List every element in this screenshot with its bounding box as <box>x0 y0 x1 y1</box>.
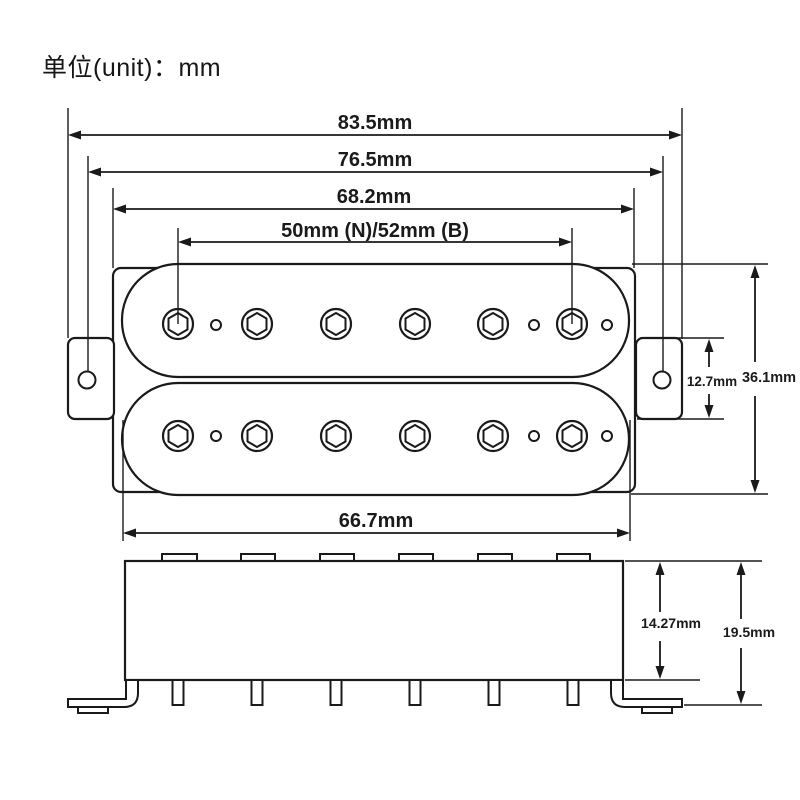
pole-piece <box>319 419 353 453</box>
mounting-ear-right <box>634 336 684 421</box>
bracket-tab-left <box>77 706 109 714</box>
screw-dot <box>210 430 222 442</box>
top-view <box>66 262 684 497</box>
screw-dot <box>601 430 613 442</box>
dim-label-body-height: 36.1mm <box>742 370 796 386</box>
dim-overall-depth: 19.5mm <box>723 562 775 704</box>
side-body <box>123 559 625 682</box>
dim-baseplate-width: 68.2mm <box>112 186 635 268</box>
side-view <box>67 553 683 714</box>
dim-label-screw-spacing: 76.5mm <box>338 149 413 171</box>
dim-label-ear-height: 12.7mm <box>687 374 737 389</box>
screw-dot <box>601 319 613 331</box>
dim-label-body-depth: 14.27mm <box>641 615 701 631</box>
dim-label-bobbin-width: 66.7mm <box>339 510 414 532</box>
dim-body-depth: 14.27mm <box>641 562 701 679</box>
bobbin-top <box>120 262 631 379</box>
mounting-hole-left <box>77 370 97 390</box>
side-legs <box>171 679 580 706</box>
dim-bobbin-width: 66.7mm <box>122 420 631 541</box>
dimensions-top-view: 83.5mm 76.5mm 68.2mm <box>67 108 796 541</box>
mounting-ear-left <box>66 336 116 421</box>
dim-label-overall-depth: 19.5mm <box>723 624 775 640</box>
dim-body-height: 36.1mm <box>631 263 796 495</box>
pole-piece <box>476 307 510 341</box>
dimensions-side-view: 14.27mm 19.5mm <box>625 560 775 706</box>
pole-piece <box>398 419 432 453</box>
screw-dot <box>210 319 222 331</box>
pole-piece <box>240 419 274 453</box>
mounting-hole-right <box>652 370 672 390</box>
dim-overall-width: 83.5mm <box>67 108 683 339</box>
dim-label-baseplate-width: 68.2mm <box>337 186 412 208</box>
pole-piece <box>319 307 353 341</box>
pole-piece <box>555 419 589 453</box>
mounting-bracket-left <box>67 679 139 714</box>
screw-dot <box>528 430 540 442</box>
pole-piece <box>476 419 510 453</box>
dim-label-overall-width: 83.5mm <box>338 112 413 134</box>
bobbin-bottom <box>120 381 631 497</box>
pole-piece <box>240 307 274 341</box>
pole-piece <box>398 307 432 341</box>
pole-piece <box>161 419 195 453</box>
bracket-tab-right <box>641 706 673 714</box>
unit-label: 单位(unit)：mm <box>42 54 222 82</box>
dim-pole-spacing: 50mm (N)/52mm (B) <box>177 220 573 324</box>
dim-label-pole-spacing: 50mm (N)/52mm (B) <box>281 220 469 242</box>
mounting-bracket-right <box>610 679 683 714</box>
screw-dot <box>528 319 540 331</box>
dim-ear-height: 12.7mm <box>637 337 737 420</box>
